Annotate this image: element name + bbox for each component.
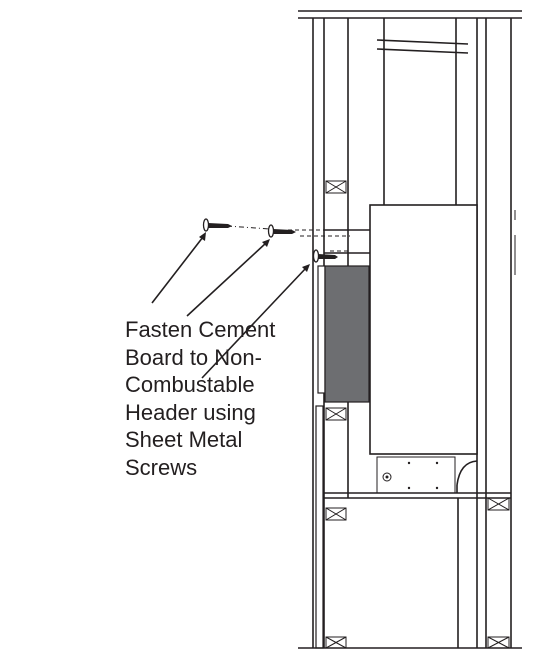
screw-guides (226, 225, 350, 252)
non-combustible-header (324, 229, 370, 254)
right-wall-stud (476, 18, 516, 649)
screw-icon (312, 249, 338, 263)
interior-studs (376, 18, 469, 205)
cement-board-panel (324, 265, 370, 403)
callout-line: Header using (125, 400, 256, 425)
cement-board (315, 265, 370, 649)
screw-icon (202, 218, 232, 232)
leader-arrows (151, 232, 310, 379)
callout-line: Fasten Cement (125, 317, 275, 342)
x-block-icon (325, 507, 347, 521)
callout-line: Combustable (125, 372, 255, 397)
x-block-icon (487, 636, 510, 649)
callout-line: Sheet Metal (125, 427, 242, 452)
left-wall-stud (312, 18, 349, 649)
callout-text: Fasten Cement Board to Non- Combustable … (125, 317, 282, 480)
fireplace-unit (369, 204, 478, 494)
top-plate (298, 10, 522, 19)
x-block-icon (325, 407, 347, 421)
callout-line: Screws (125, 455, 197, 480)
x-block-icon (325, 180, 347, 194)
screw-icon (267, 224, 296, 238)
x-block-icon (487, 497, 510, 511)
floor-platform (298, 492, 522, 649)
callout-line: Board to Non- (125, 345, 262, 370)
x-block-icon (325, 636, 347, 649)
